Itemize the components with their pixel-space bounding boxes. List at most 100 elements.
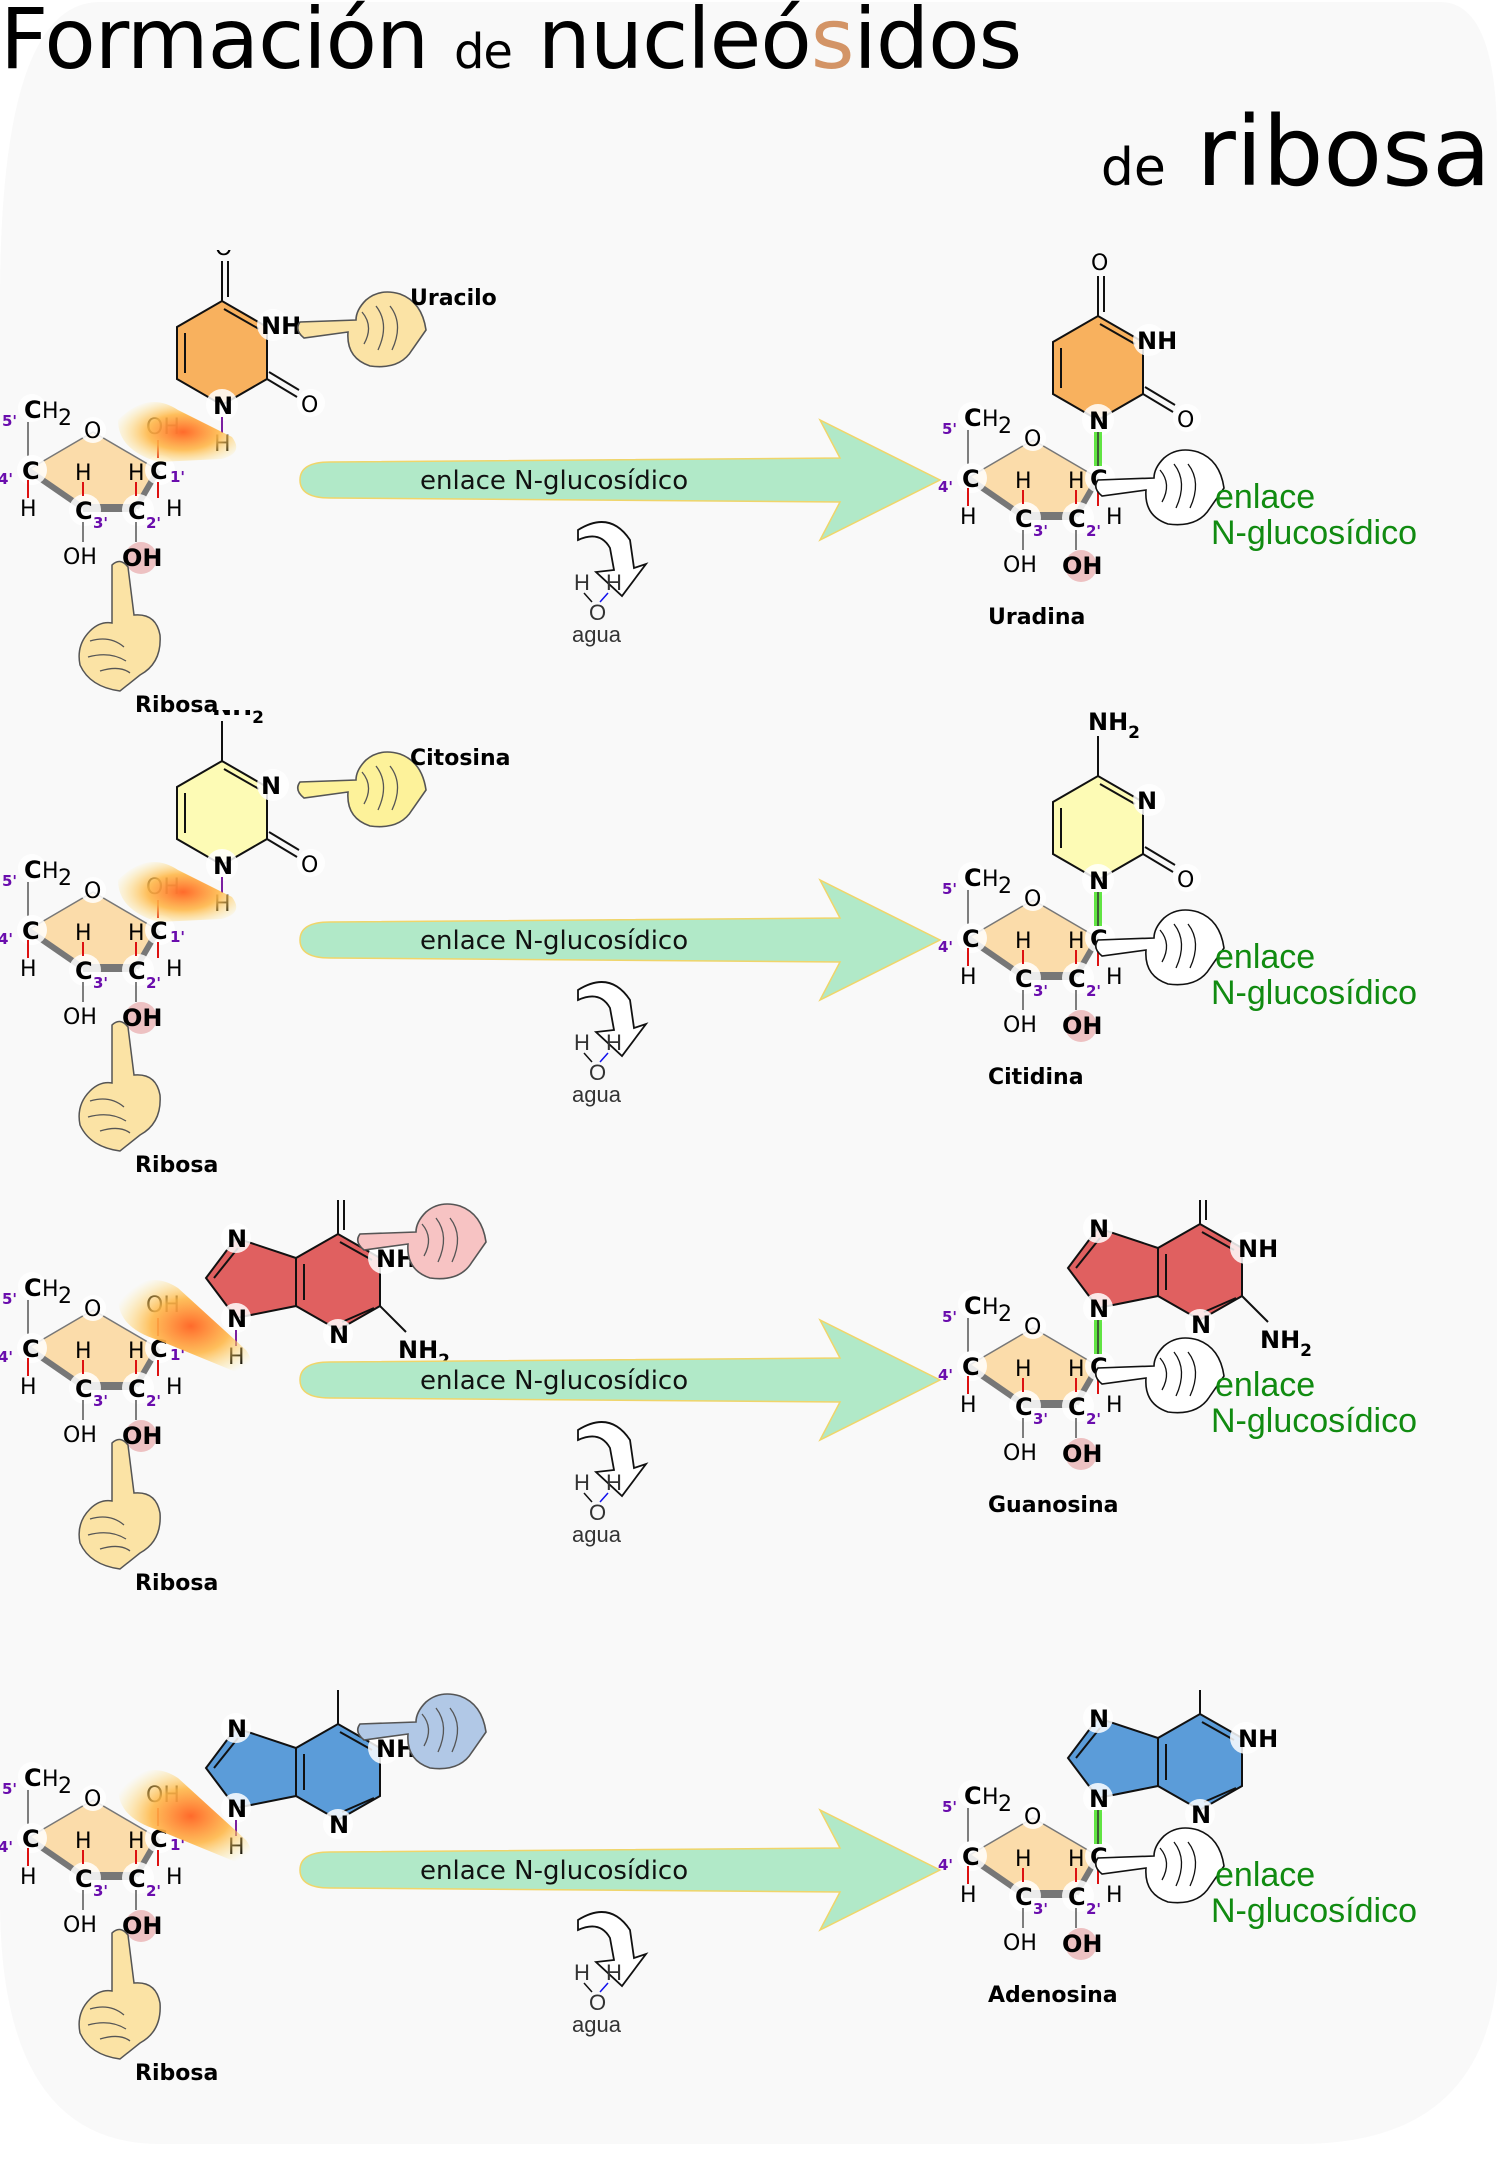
atom-o2: O xyxy=(1177,408,1194,433)
carbon-number-5: 5' xyxy=(942,1798,957,1816)
reactants-group: ONNH2NHCH25'OC4'HC3'HOHC2'HOHC1'HOHCitos… xyxy=(0,710,510,1178)
title-word-formacion: Formación xyxy=(0,0,429,88)
carbon-number-5: 5' xyxy=(942,880,957,898)
oh-highlight-circle xyxy=(125,542,157,574)
atom-h1: H xyxy=(166,1865,183,1890)
oh-highlight-circle xyxy=(1065,1010,1097,1042)
atom-c5: C xyxy=(964,1292,982,1320)
atom-o2: O xyxy=(301,853,318,878)
atom-h4: H xyxy=(960,1393,977,1418)
base-pointing-hand-icon xyxy=(356,1203,487,1280)
atom-halo xyxy=(1083,1213,1113,1243)
atom-oh3: OH xyxy=(63,1423,97,1448)
atom-halo xyxy=(368,1242,400,1274)
double-bond xyxy=(213,1247,239,1279)
atom-oh3: OH xyxy=(1003,553,1037,578)
arrow-label: enlace N-glucosídico xyxy=(420,466,688,496)
atom-halo xyxy=(957,1841,987,1871)
product-name-label: Adenosina xyxy=(988,1983,1118,2008)
atom-c1: C xyxy=(150,457,168,485)
hand-shape xyxy=(78,1438,161,1570)
title-word-ribosa: ribosa xyxy=(1196,96,1491,208)
hand-shape xyxy=(296,291,427,368)
atom-halo xyxy=(257,309,289,341)
water-o: O xyxy=(589,600,606,625)
bond-c2-nh2 xyxy=(1241,1295,1269,1323)
atom-c5: C xyxy=(24,1274,42,1302)
carbon-number-4: 4' xyxy=(0,930,13,948)
atom-n3: N xyxy=(329,1321,349,1349)
hand-finger-lines xyxy=(1159,463,1197,509)
double-bond xyxy=(223,768,260,790)
bond-label-line2: N-glucosídico xyxy=(1211,1402,1417,1440)
product-name-label: Citidina xyxy=(988,1065,1084,1090)
atom-h2: H xyxy=(128,1829,145,1854)
hand-shape xyxy=(356,1693,487,1770)
hand-finger-lines xyxy=(421,1707,459,1753)
carbon-number-3: 3' xyxy=(1033,982,1048,1000)
ribose-pointing-hand-icon xyxy=(78,1020,161,1152)
double-bond xyxy=(1075,1727,1101,1759)
water-o: O xyxy=(589,1500,606,1525)
atom-n9: N xyxy=(1089,1785,1109,1813)
water-bond-1 xyxy=(583,592,593,603)
atom-halo xyxy=(80,1295,106,1321)
base-molecule: NH2NHNNNH xyxy=(204,1690,416,1860)
atom-h5: H xyxy=(42,1767,59,1792)
atom-n1: N xyxy=(213,392,233,420)
atom-n3: N xyxy=(261,772,281,800)
hand-finger-lines xyxy=(87,2006,131,2042)
atom-n3: NH xyxy=(1137,327,1177,355)
atom-halo xyxy=(1062,1390,1094,1422)
atom-c3: C xyxy=(75,957,93,985)
carbon-number-1: 1' xyxy=(170,1836,185,1854)
carbon-number-5: 5' xyxy=(942,1308,957,1326)
atom-oh3: OH xyxy=(63,545,97,570)
atom-h5: H xyxy=(982,1295,999,1320)
atom-n9: N xyxy=(227,1795,247,1823)
atom-h3: H xyxy=(1015,929,1032,954)
atom-halo xyxy=(69,954,101,986)
carbon-number-5: 5' xyxy=(2,872,17,890)
atom-sub: 2 xyxy=(58,866,72,891)
carbon-number-3: 3' xyxy=(93,974,108,992)
reaction-glow xyxy=(118,1770,251,1862)
atom-sub: 2 xyxy=(58,1284,72,1309)
atom-h3: H xyxy=(1015,1847,1032,1872)
bond-label-line1: enlace xyxy=(1215,938,1315,976)
atom-halo xyxy=(69,494,101,526)
atom-c2: C xyxy=(1068,505,1086,533)
atom-oh3: OH xyxy=(1003,1931,1037,1956)
atom-oh3: OH xyxy=(1003,1441,1037,1466)
carbon-number-4: 4' xyxy=(0,470,13,488)
carbon-number-4: 4' xyxy=(938,938,953,956)
oh-highlight-circle xyxy=(1065,1928,1097,1960)
carbon-number-1: 1' xyxy=(170,1346,185,1364)
atom-halo xyxy=(145,455,175,485)
atom-halo xyxy=(122,954,154,986)
arrow-label: enlace N-glucosídico xyxy=(420,926,688,956)
atom-halo xyxy=(1062,502,1094,534)
atom-oh2-highlight: OH xyxy=(1062,552,1103,580)
reaction-row-1: ONHONHCH25'OC4'HC3'HOHC2'HOHC1'HOHUracil… xyxy=(0,250,1417,718)
atom-oh2-highlight: OH xyxy=(1062,1930,1103,1958)
atom-h4: H xyxy=(20,957,37,982)
atom-c4: C xyxy=(22,917,40,945)
carbon-number-3: 3' xyxy=(1033,522,1048,540)
atom-h1: H xyxy=(1106,1393,1123,1418)
arrow-shape xyxy=(299,878,942,1002)
hand-shape xyxy=(1094,1827,1225,1904)
carbon-number-2: 2' xyxy=(146,1882,161,1900)
carbon-number-5: 5' xyxy=(942,420,957,438)
atom-h3: H xyxy=(75,921,92,946)
hand-finger-lines xyxy=(1159,1841,1197,1887)
carbon-number-2: 2' xyxy=(146,514,161,532)
double-bond xyxy=(1099,783,1136,805)
hand-finger-lines xyxy=(361,765,399,811)
reaction-row-4: NH2NHNNNHCH25'OC4'HC3'HOHC2'HOHC1'HOHAde… xyxy=(0,1690,1417,2086)
